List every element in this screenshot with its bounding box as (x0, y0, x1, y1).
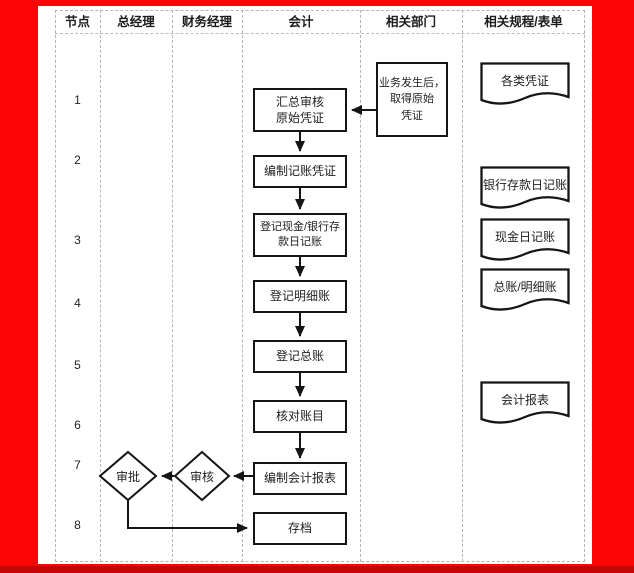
node-number: 7 (74, 458, 81, 472)
document-shape (480, 268, 570, 311)
decision-review-label: 审核 (189, 469, 214, 484)
document-shape (480, 166, 570, 209)
process-box-prepare-vouchers: 编制记账凭证 (253, 155, 347, 188)
document-label: 总账/明细账 (493, 279, 557, 294)
diamond-shape (173, 450, 231, 502)
diamond-shape (98, 450, 158, 502)
process-box-check-accounts: 核对账目 (253, 400, 347, 433)
header-divider (55, 33, 585, 34)
decision-review: 审核 (173, 450, 231, 502)
node-number: 5 (74, 358, 81, 372)
process-box-summarize-vouchers: 汇总审核 原始凭证 (253, 88, 347, 132)
document-label: 现金日记账 (494, 229, 555, 244)
node-number: 3 (74, 233, 81, 247)
bottom-red-strip (0, 566, 634, 573)
column-divider (100, 10, 101, 562)
document-reports: 会计报表 (480, 381, 570, 431)
document-bank-journal: 银行存款日记账 (480, 166, 570, 216)
decision-approve-label: 审批 (115, 469, 140, 484)
swimlane-table-border (55, 10, 585, 562)
process-box-archive: 存档 (253, 512, 347, 545)
node-number: 1 (74, 93, 81, 107)
column-divider (172, 10, 173, 562)
document-vouchers: 各类凭证 (480, 62, 570, 112)
dept-box-obtain-vouchers: 业务发生后， 取得原始 凭证 (376, 62, 448, 137)
column-header-fm: 财务经理 (181, 15, 232, 29)
document-label: 各类凭证 (500, 73, 549, 88)
column-header-gm: 总经理 (117, 15, 155, 29)
node-number: 8 (74, 518, 81, 532)
column-divider (360, 10, 361, 562)
document-shape (480, 62, 570, 105)
column-divider (462, 10, 463, 562)
process-box-register-journals: 登记现金/银行存 款日记账 (253, 213, 347, 257)
document-label: 银行存款日记账 (482, 177, 567, 192)
column-header-accountant: 会计 (288, 15, 314, 29)
column-header-node: 节点 (64, 15, 90, 29)
document-cash-journal: 现金日记账 (480, 218, 570, 268)
node-number: 6 (74, 418, 81, 432)
document-shape (480, 218, 570, 261)
document-ledgers: 总账/明细账 (480, 268, 570, 318)
decision-approve: 审批 (98, 450, 158, 502)
column-header-dept: 相关部门 (385, 15, 436, 29)
document-shape (480, 381, 570, 424)
node-number: 4 (74, 296, 81, 310)
process-box-subledger: 登记明细账 (253, 280, 347, 313)
column-divider (242, 10, 243, 562)
node-number: 2 (74, 153, 81, 167)
process-box-prepare-reports: 编制会计报表 (253, 462, 347, 495)
process-box-general-ledger: 登记总账 (253, 340, 347, 373)
column-header-forms: 相关规程/表单 (484, 15, 563, 29)
document-label: 会计报表 (500, 392, 549, 407)
